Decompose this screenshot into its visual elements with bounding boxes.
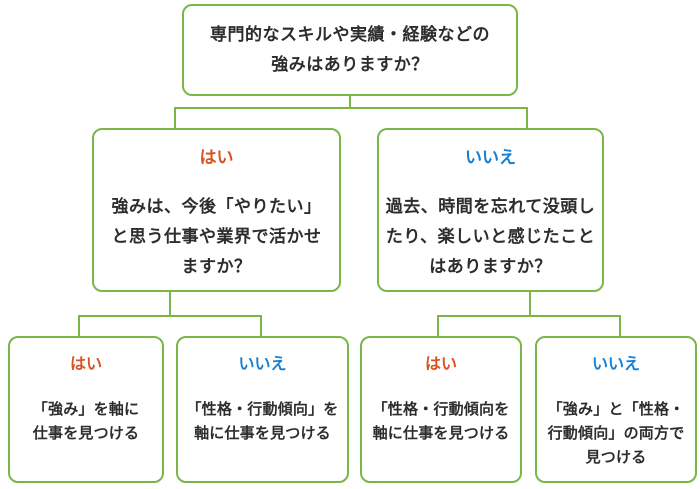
connector-line <box>526 107 528 130</box>
branch-no-question: 過去、時間を忘れて没頭し たり、楽しいと感じたこと はありますか？ <box>385 197 596 276</box>
connector-line <box>169 291 171 317</box>
leaf-no-yes-label: はい <box>424 356 457 373</box>
leaf-no-yes-box: はい 「性格・行動傾向を 軸に仕事を見つける <box>360 336 522 483</box>
leaf-yes-no-box: いいえ 「性格・行動傾向」を 軸に仕事を見つける <box>176 336 349 483</box>
connector-line <box>619 315 621 337</box>
leaf-yes-yes-box: はい 「強み」を軸に 仕事を見つける <box>8 336 164 483</box>
connector-line <box>260 315 262 337</box>
connector-line <box>437 315 621 317</box>
leaf-no-yes-result: 「性格・行動傾向を 軸に仕事を見つける <box>372 401 510 442</box>
connector-line <box>174 107 528 109</box>
branch-yes-question: 強みは、今後「やりたい」 と思う仕事や業界で活かせ ますか？ <box>111 197 322 276</box>
connector-line <box>529 291 531 317</box>
connector-line <box>78 315 262 317</box>
leaf-yes-yes-label: はい <box>69 356 102 373</box>
leaf-yes-no-label: いいえ <box>238 356 287 373</box>
leaf-yes-no-result: 「性格・行動傾向」を 軸に仕事を見つける <box>186 401 339 442</box>
branch-no-label: いいえ <box>465 148 516 167</box>
root-question-box: 専門的なスキルや実績・経験などの 強みはありますか？ <box>182 4 518 96</box>
branch-no-box: いいえ 過去、時間を忘れて没頭し たり、楽しいと感じたこと はありますか？ <box>377 128 604 292</box>
leaf-yes-yes-result: 「強み」を軸に 仕事を見つける <box>32 401 140 442</box>
leaf-no-no-label: いいえ <box>591 356 640 373</box>
connector-line <box>437 315 439 337</box>
leaf-no-no-result: 「強み」と「性格・ 行動傾向」の両方で 見つける <box>547 401 685 466</box>
connector-line <box>78 315 80 337</box>
connector-line <box>349 95 351 109</box>
root-question-text: 専門的なスキルや実績・経験などの 強みはありますか？ <box>210 25 490 74</box>
branch-yes-box: はい 強みは、今後「やりたい」 と思う仕事や業界で活かせ ますか？ <box>92 128 341 292</box>
connector-line <box>174 107 176 130</box>
leaf-no-no-box: いいえ 「強み」と「性格・ 行動傾向」の両方で 見つける <box>535 336 697 483</box>
branch-yes-label: はい <box>199 148 234 167</box>
